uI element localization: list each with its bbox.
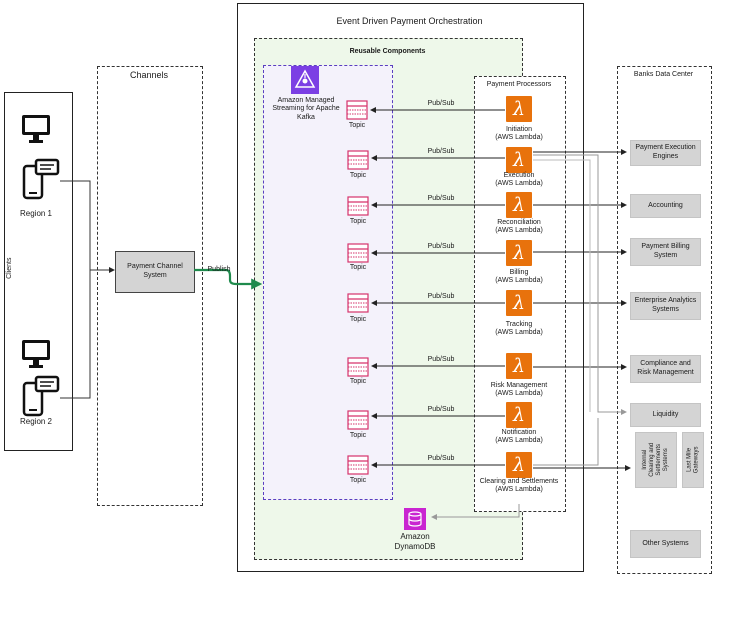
topic-label: Topic (349, 477, 367, 484)
lambda-icon: λ (506, 96, 532, 122)
topic-icon (347, 243, 369, 263)
lambda-icon: λ (506, 452, 532, 478)
topic-label: Topic (349, 378, 367, 385)
topic-icon (347, 150, 369, 170)
orchestration-title: Event Driven Payment Orchestration (336, 16, 483, 26)
kafka-panel (263, 65, 393, 500)
dynamodb-label: Amazon DynamoDB (394, 532, 436, 551)
region1-to-channel-line (60, 180, 91, 270)
lambda-icon: λ (506, 147, 532, 173)
lambda-icon: λ (506, 353, 532, 379)
topic-icon (347, 455, 369, 475)
accounting-box: Accounting (630, 194, 701, 218)
pubsub-label: Pub/Sub (427, 455, 455, 462)
region-1-label: Region 1 (19, 209, 53, 218)
mobile-chat-icon (22, 375, 60, 417)
topic-label: Topic (349, 316, 367, 323)
channels-title: Channels (129, 70, 169, 80)
enterprise-analytics-systems-box: Enterprise Analytics Systems (630, 292, 701, 320)
mobile-chat-icon (22, 158, 60, 200)
lambda-icon: λ (506, 192, 532, 218)
kafka-icon (291, 66, 319, 94)
compliance-risk-management-box: Compliance and Risk Management (630, 355, 701, 383)
topic-icon (347, 196, 369, 216)
processor-label: Billing (AWS Lambda) (495, 269, 543, 285)
processor-label: Notification (AWS Lambda) (495, 429, 543, 445)
other-systems-box: Other Systems (630, 530, 701, 558)
kafka-label: Amazon Managed Streaming for Apache Kafk… (272, 97, 340, 121)
lambda-icon: λ (506, 240, 532, 266)
last-mile-gateways-box: Last Mile Gateways (682, 432, 704, 488)
topic-icon (347, 410, 369, 430)
pubsub-label: Pub/Sub (427, 148, 455, 155)
topic-icon (347, 357, 369, 377)
publish-label: Publish (207, 266, 231, 273)
payment-processors-title: Payment Processors (486, 81, 552, 88)
payment-billing-system-box: Payment Billing System (630, 238, 701, 266)
topic-label: Topic (348, 122, 366, 129)
processor-label: Tracking (AWS Lambda) (495, 321, 543, 337)
topic-label: Topic (349, 172, 367, 179)
publish-arrow (194, 268, 263, 290)
topic-label: Topic (349, 264, 367, 271)
pubsub-label: Pub/Sub (427, 195, 455, 202)
pubsub-label: Pub/Sub (427, 100, 455, 107)
desktop-monitor-icon (22, 340, 50, 368)
topic-label: Topic (349, 218, 367, 225)
pubsub-label: Pub/Sub (427, 406, 455, 413)
reusable-components-title: Reusable Components (349, 48, 426, 55)
payment-execution-engines-box: Payment Execution Engines (630, 140, 701, 166)
processor-label: Execution (AWS Lambda) (495, 172, 543, 188)
processor-label: Risk Management (AWS Lambda) (490, 382, 548, 398)
pubsub-label: Pub/Sub (427, 293, 455, 300)
region-2-label: Region 2 (19, 417, 53, 426)
payment-channel-system: Payment Channel System (115, 251, 195, 293)
topic-icon (347, 293, 369, 313)
processor-label: Clearing and Settlements (AWS Lambda) (479, 478, 559, 494)
liquidity-box: Liquidity (630, 403, 701, 427)
pubsub-label: Pub/Sub (427, 356, 455, 363)
lambda-icon: λ (506, 402, 532, 428)
internal-clearing-box: Internal Clearing and Settlements System… (635, 432, 677, 488)
dynamodb-icon (404, 508, 426, 530)
topic-icon (346, 100, 368, 120)
desktop-monitor-icon (22, 115, 50, 143)
processor-label: Initiation (AWS Lambda) (495, 126, 543, 142)
bank-data-center-title: Banks Data Center (633, 71, 694, 78)
topic-label: Topic (349, 432, 367, 439)
processor-label: Reconciliation (AWS Lambda) (495, 219, 543, 235)
lambda-icon: λ (506, 290, 532, 316)
region2-to-channel-line (60, 270, 91, 399)
pubsub-label: Pub/Sub (427, 243, 455, 250)
